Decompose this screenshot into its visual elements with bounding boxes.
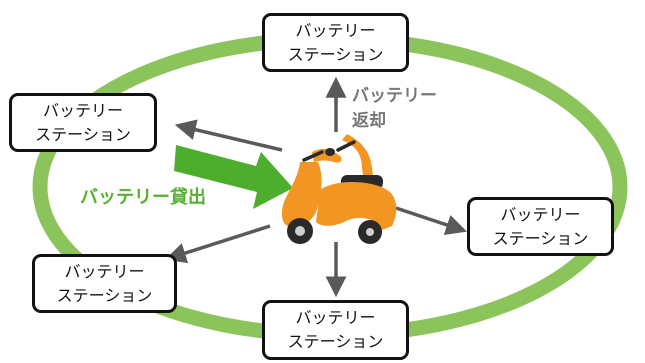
rental-arrow — [174, 145, 293, 209]
station-right: バッテリーステーション — [467, 197, 614, 256]
scooter-icon — [281, 134, 397, 244]
station-left-bottom-line1: バッテリー — [64, 261, 145, 281]
station-bottom: バッテリーステーション — [262, 300, 409, 360]
station-top-line1: バッテリー — [295, 20, 376, 40]
station-left-top-line2: ステーション — [35, 124, 131, 144]
station-left-top: バッテリーステーション — [9, 93, 157, 152]
station-left-bottom-line2: ステーション — [56, 285, 153, 305]
arrow-to-left-top-station — [174, 119, 283, 152]
station-right-line1: バッテリー — [500, 204, 581, 224]
battery-return-label-line1: バッテリー — [352, 86, 437, 106]
station-left-bottom: バッテリーステーション — [32, 254, 177, 313]
station-right-line2: ステーション — [492, 228, 589, 248]
station-top-line2: ステーション — [287, 44, 384, 64]
arrow-to-right-station — [395, 206, 467, 235]
battery-return-label: バッテリー 返却 — [352, 84, 437, 134]
battery-rental-label: バッテリー貸出 — [80, 187, 206, 208]
station-bottom-line1: バッテリー — [295, 308, 376, 327]
arrow-to-left-bottom-station — [164, 224, 271, 264]
station-top: バッテリーステーション — [262, 13, 409, 72]
battery-return-label-line2: 返却 — [352, 111, 386, 131]
station-left-top-line1: バッテリー — [42, 100, 123, 120]
station-bottom-line2: ステーション — [287, 332, 384, 351]
